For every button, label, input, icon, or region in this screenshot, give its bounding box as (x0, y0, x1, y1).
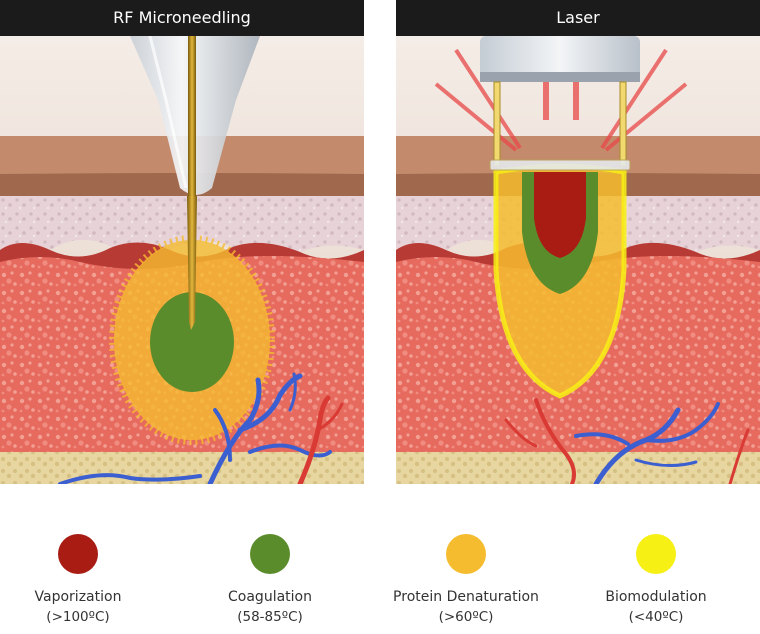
laser-handpiece (434, 36, 688, 171)
laser-beams (434, 48, 688, 152)
legend-temp: (58-85ºC) (237, 609, 303, 625)
laser-panel: Laser (396, 0, 760, 484)
rf-panel-title: RF Microneedling (0, 0, 364, 36)
vaporization-zone (534, 172, 586, 258)
coagulation-zone (150, 292, 234, 392)
rf-illustration (0, 35, 364, 484)
legend-item-protein-denaturation: Protein Denaturation (>60ºC) (376, 534, 556, 628)
vaporization-swatch (58, 534, 98, 574)
blood-vessels (504, 398, 750, 484)
microneedle-handpiece (130, 35, 260, 330)
protein-denaturation-swatch (446, 534, 486, 574)
biomodulation-swatch (636, 534, 676, 574)
blood-vessels (58, 372, 344, 484)
rf-microneedling-panel: RF Microneedling (0, 0, 364, 484)
legend-label: Biomodulation (605, 589, 707, 605)
fat-layer (396, 452, 760, 484)
legend-label: Vaporization (34, 589, 122, 605)
legend-temp: (>60ºC) (438, 609, 494, 625)
legend-temp: (>100ºC) (46, 609, 110, 625)
skin-surface-band (396, 136, 760, 176)
epidermis-layer (0, 196, 364, 257)
needle-tip (187, 196, 197, 330)
legend-temp: (<40ºC) (628, 609, 684, 625)
legend-item-vaporization: Vaporization (>100ºC) (0, 534, 168, 628)
legend-label: Protein Denaturation (393, 589, 539, 605)
laser-panel-title: Laser (396, 0, 760, 36)
laser-illustration (396, 36, 760, 484)
coagulation-swatch (250, 534, 290, 574)
legend-item-coagulation: Coagulation (58-85ºC) (180, 534, 360, 628)
legend-item-biomodulation: Biomodulation (<40ºC) (566, 534, 746, 628)
legend-label: Coagulation (228, 589, 312, 605)
